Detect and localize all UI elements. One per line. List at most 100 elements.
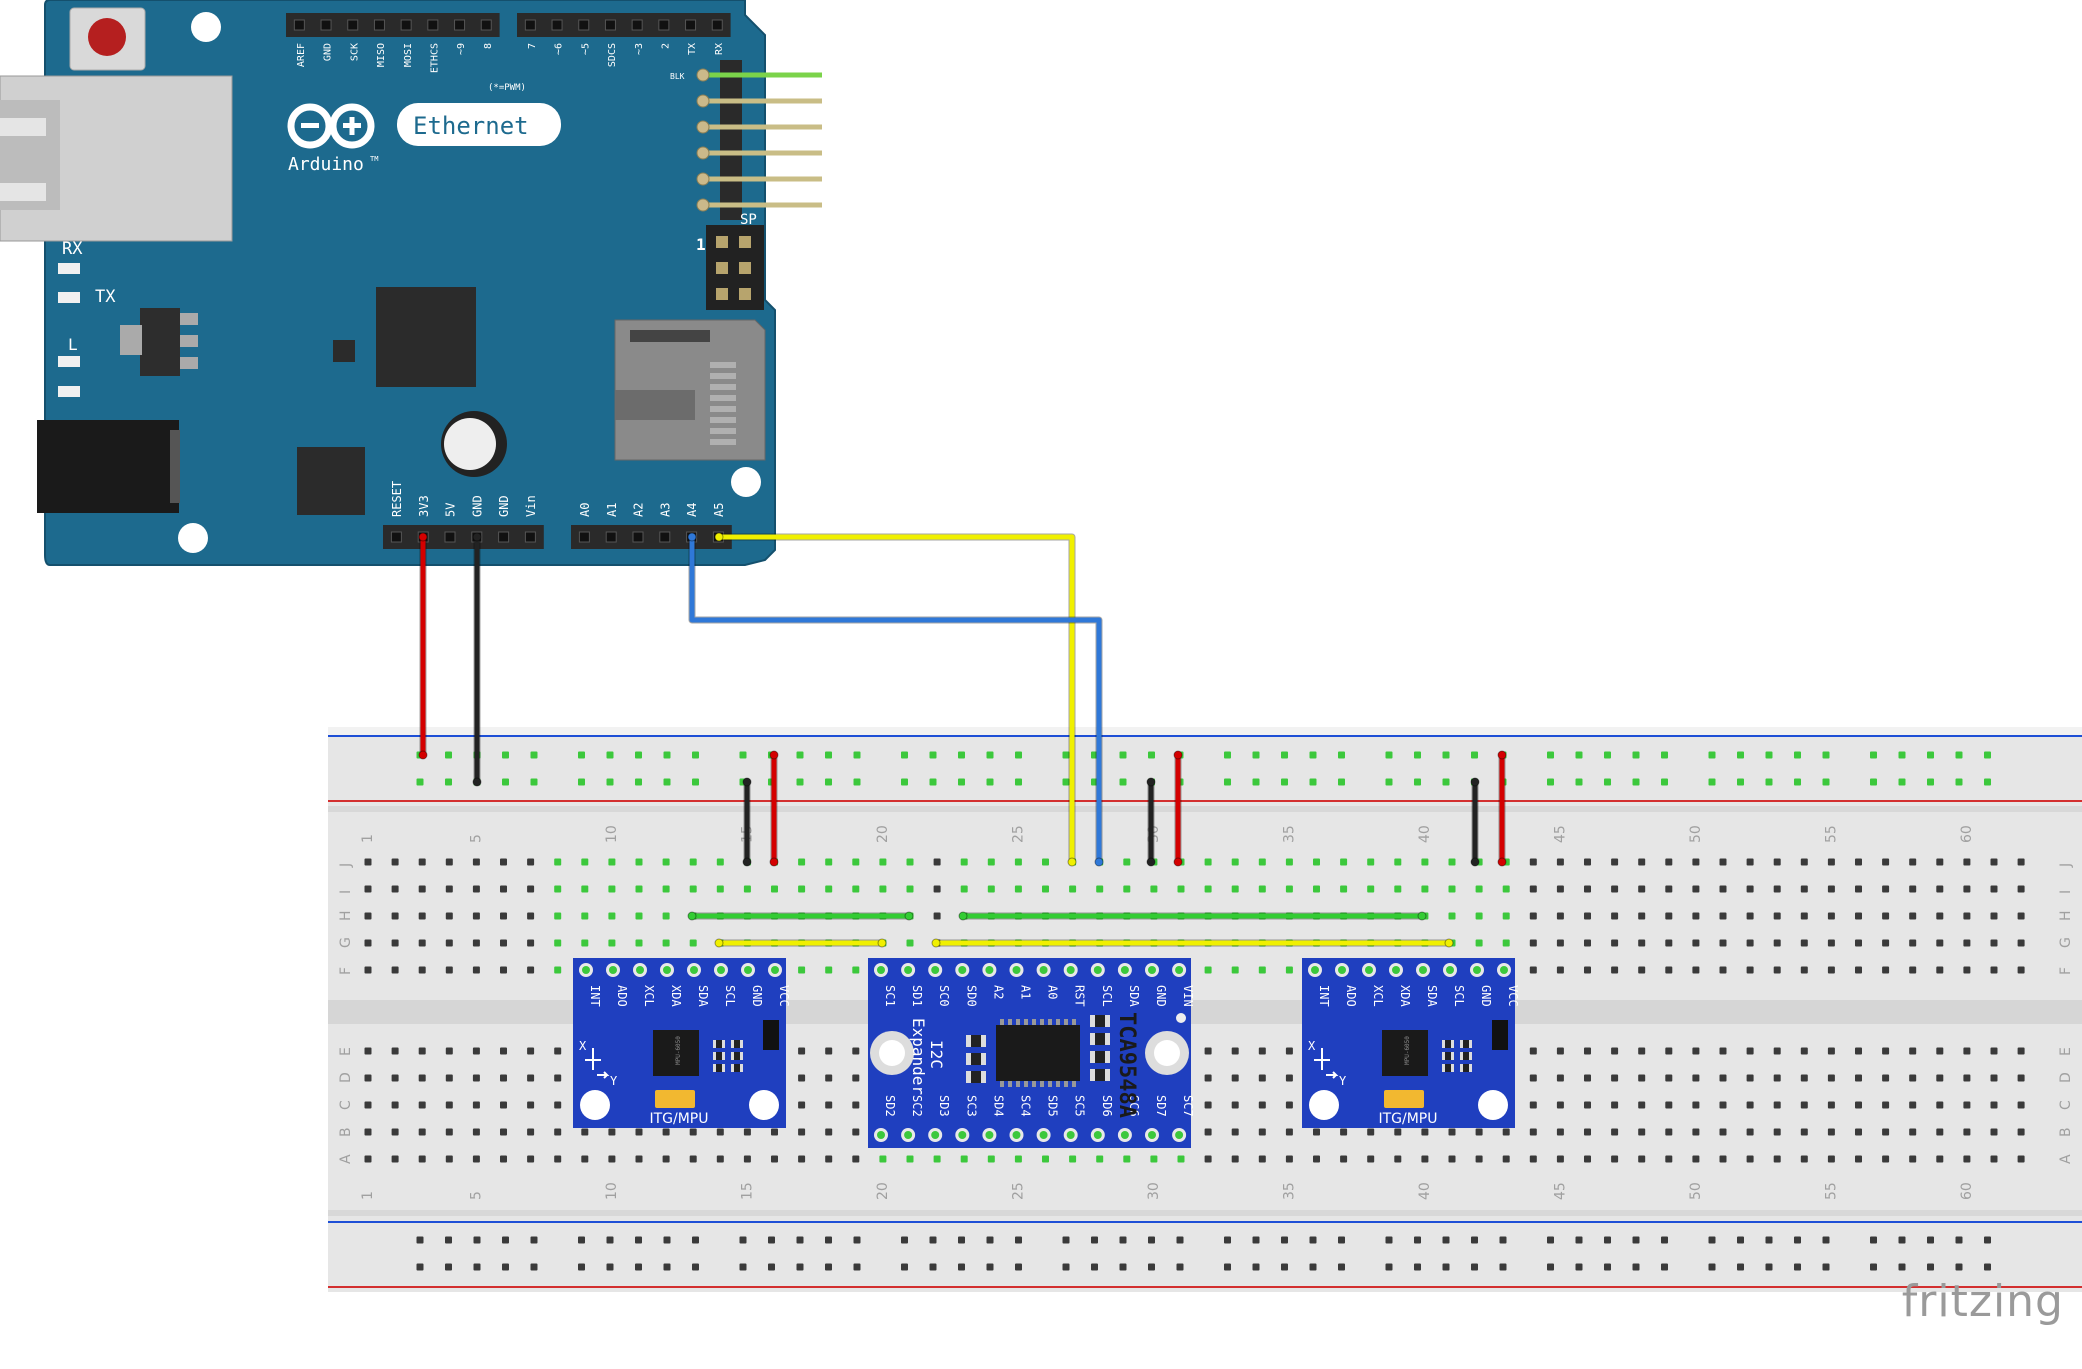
breadboard-hole — [1746, 1074, 1754, 1082]
breadboard-hole — [825, 858, 833, 866]
rail-hole — [1547, 751, 1554, 759]
breadboard-hole — [1936, 1074, 1944, 1082]
breadboard-hole — [1827, 1101, 1835, 1109]
breadboard-hole — [1123, 885, 1131, 893]
breadboard-hole — [1855, 858, 1862, 866]
breadboard-hole — [1258, 885, 1266, 893]
wire-sda-left-to-mux-end — [687, 911, 697, 921]
breadboard-hole — [472, 885, 480, 893]
header-pin — [454, 19, 466, 31]
rail-hole — [1822, 778, 1830, 786]
module-pin-hole — [904, 966, 913, 974]
rail-hole — [416, 778, 424, 786]
breadboard-hole — [445, 1074, 453, 1082]
breadboard-hole — [1529, 1128, 1537, 1136]
rail-hole — [853, 1236, 861, 1244]
breadboard-hole — [472, 1047, 480, 1055]
breadboard-hole — [1719, 966, 1727, 974]
breadboard-hole — [1556, 885, 1564, 893]
breadboard-hole — [1746, 939, 1754, 947]
breadboard-hole — [1638, 1047, 1646, 1055]
mux-subtitle: I2C — [927, 1040, 946, 1069]
header-digital-high — [286, 13, 500, 37]
breadboard-hole — [1773, 885, 1781, 893]
module-pin-hole — [985, 966, 994, 974]
sd-card-latch — [630, 330, 710, 342]
breadboard-hole — [1990, 1155, 1998, 1163]
breadboard-hole — [1421, 1128, 1429, 1136]
row-letter: C — [2058, 1100, 2074, 1110]
rail-hole — [1224, 751, 1231, 759]
module-pin-hole — [609, 966, 617, 974]
breadboard-hole — [1963, 939, 1971, 947]
breadboard-hole — [906, 1155, 914, 1163]
breadboard-hole — [1584, 912, 1591, 920]
breadboard-hole — [1909, 1155, 1917, 1163]
rail-hole — [853, 778, 861, 786]
column-number: 50 — [1688, 825, 1704, 843]
power-jack-edge — [170, 430, 180, 503]
pin-label: GND — [497, 495, 511, 517]
breadboard-hole — [2017, 885, 2025, 893]
pin-label: AREF — [296, 43, 307, 67]
breadboard-hole — [1285, 1101, 1293, 1109]
breadboard-hole — [2017, 912, 2025, 920]
rail-hole — [1176, 1236, 1184, 1244]
breadboard-hole — [1014, 1155, 1022, 1163]
breadboard-hole — [527, 966, 535, 974]
breadboard-hole — [1990, 912, 1998, 920]
rail-hole — [1708, 778, 1716, 786]
header-pin — [390, 531, 402, 543]
rail-hole — [1927, 751, 1934, 759]
breadboard-hole — [1475, 1155, 1483, 1163]
breadboard-hole — [1529, 858, 1537, 866]
reset-button[interactable] — [88, 18, 126, 56]
breadboard-hole — [635, 912, 643, 920]
breadboard-hole — [1855, 1047, 1862, 1055]
mounting-hole-inner — [879, 1040, 905, 1066]
breadboard-hole — [364, 1074, 372, 1082]
mux-pin-label: SC2 — [910, 1095, 924, 1117]
rail-hole — [635, 751, 642, 759]
breadboard-hole — [1285, 1047, 1293, 1055]
rail-hole — [635, 1236, 642, 1244]
breadboard-hole — [1258, 1047, 1266, 1055]
breadboard-hole — [1258, 858, 1266, 866]
column-number: 60 — [1959, 1182, 1975, 1200]
breadboard-hole — [1719, 1101, 1727, 1109]
breadboard-hole — [987, 858, 995, 866]
wire-a4-sda[interactable] — [689, 537, 1102, 862]
breadboard-hole — [554, 1155, 562, 1163]
module-pin-hole — [877, 966, 885, 974]
breadboard-hole — [445, 858, 453, 866]
pin-label: ~5 — [580, 43, 591, 55]
rail-hole — [1385, 778, 1393, 786]
mux-pin-label: SD7 — [1154, 1095, 1168, 1117]
mux-pin-label: SCL — [1100, 985, 1114, 1007]
wire-a4-sda-end — [687, 532, 697, 542]
breadboard-hole — [554, 966, 562, 974]
breadboard-hole — [500, 966, 507, 974]
rail-hole — [958, 751, 965, 759]
breadboard-hole — [472, 966, 480, 974]
rail-hole — [1575, 778, 1583, 786]
wire-a5-scl[interactable] — [719, 534, 1075, 862]
breadboard-hole — [1584, 858, 1591, 866]
breadboard-hole — [1014, 858, 1022, 866]
rail-hole — [1338, 1236, 1345, 1244]
breadboard-hole — [1123, 858, 1131, 866]
breadboard-hole — [1909, 858, 1917, 866]
breadboard-hole — [1611, 912, 1619, 920]
icsp-header — [706, 225, 764, 310]
smd-part-body — [971, 1071, 981, 1083]
breadboard-hole — [716, 1128, 724, 1136]
breadboard-hole — [879, 858, 887, 866]
breadboard-hole — [1584, 1074, 1591, 1082]
pin-label: RX — [714, 43, 725, 55]
wire-gnd-to-rail-end — [472, 777, 482, 787]
mpu-chip-text: MPU-6050 — [675, 1036, 682, 1065]
breadboard-hole — [1231, 885, 1239, 893]
breadboard-hole — [1855, 966, 1862, 974]
breadboard-hole — [391, 1101, 399, 1109]
header-pin — [578, 19, 590, 31]
